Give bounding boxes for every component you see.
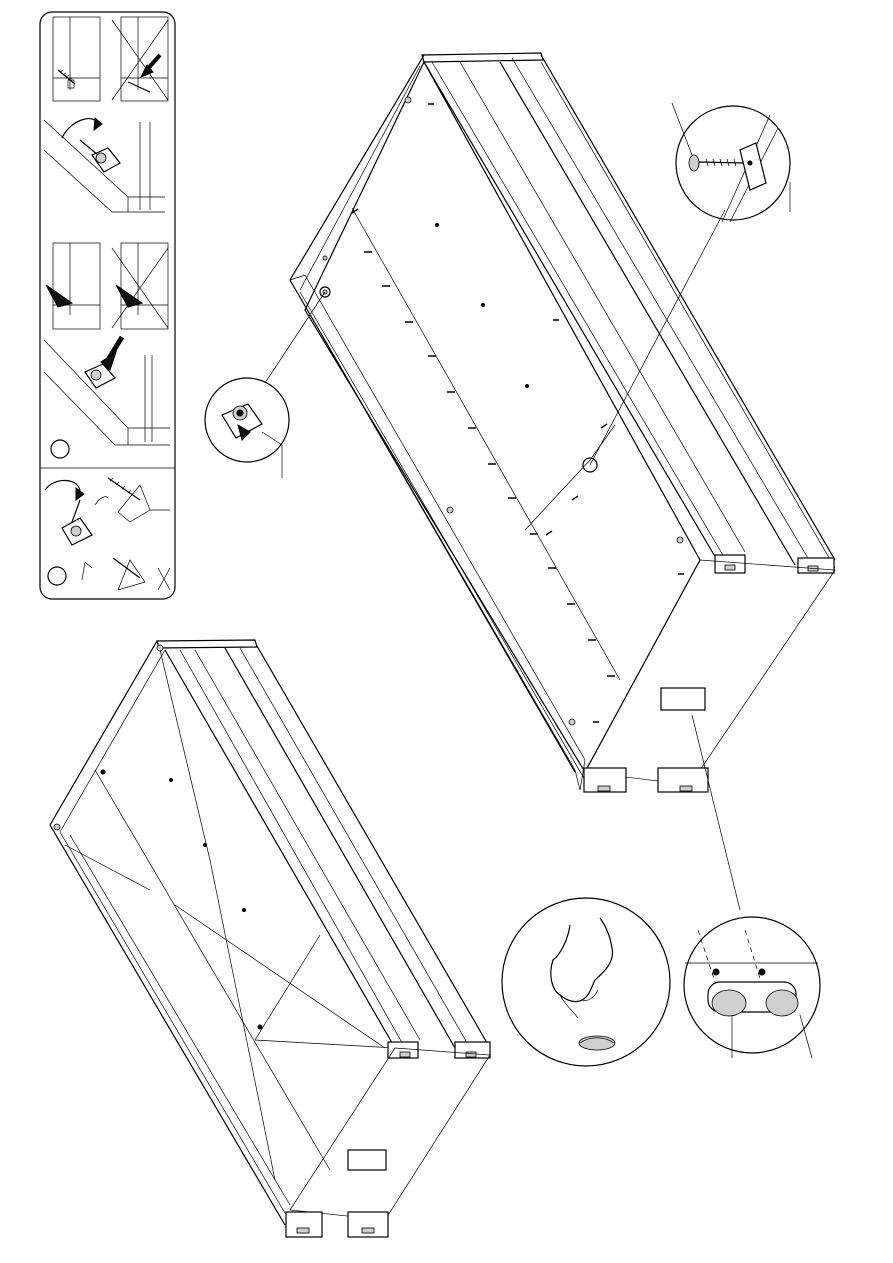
screw-callout [672, 103, 790, 222]
hand-icon [551, 918, 613, 1018]
furniture-glide-icon [708, 969, 798, 1016]
rotate-arrow-icon [45, 480, 80, 492]
cam-lock-icon [80, 140, 120, 172]
screw-wrong-detail [112, 17, 168, 101]
step-marker [51, 440, 69, 458]
instructions-panel [40, 12, 175, 599]
fitting-wrong-detail [112, 243, 168, 329]
cabinet-lower [50, 640, 490, 1237]
cam-bolt-rotation-detail [44, 118, 165, 212]
rotate-arrow-icon [62, 119, 98, 138]
step-marker [48, 567, 66, 585]
cam-lock-insertion-detail [44, 337, 170, 458]
fitting-correct-detail [46, 243, 100, 329]
cam-lock-callout [205, 378, 289, 478]
cam-lock-icon [222, 404, 262, 440]
screw-icon [58, 70, 75, 88]
screw-icon [689, 143, 766, 190]
hand-callout [502, 898, 670, 1066]
screw-correct-detail [53, 17, 100, 101]
screw-icon [108, 478, 140, 500]
cam-rotation-detail [45, 478, 170, 545]
furniture-glide-callout [684, 917, 820, 1058]
cam-wrong-detail [48, 558, 170, 590]
